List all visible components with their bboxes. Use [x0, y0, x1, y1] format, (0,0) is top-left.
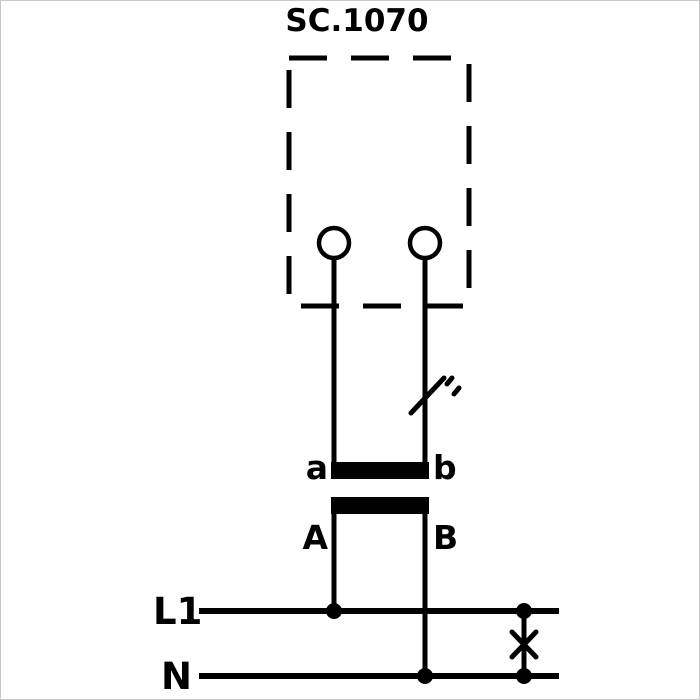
label-phase-line: L1	[153, 590, 202, 633]
transformer-winding-secondary	[331, 462, 429, 479]
label-primary-right: B	[433, 518, 458, 557]
break-symbol	[408, 375, 462, 416]
junction-dot-A-L1	[326, 603, 342, 619]
junction-dot-B-N	[417, 668, 433, 684]
label-secondary-left: a	[306, 448, 328, 487]
label-primary-left: A	[302, 518, 328, 557]
device-title: SC.1070	[285, 3, 428, 39]
transformer-winding-primary	[331, 497, 429, 514]
cross-symbol	[509, 629, 539, 660]
label-neutral-line: N	[161, 655, 192, 698]
label-secondary-right: b	[433, 448, 457, 487]
device-outline-box	[286, 55, 472, 309]
junction-dot-branch-N	[516, 668, 532, 684]
terminal-right	[407, 225, 443, 261]
terminal-left	[316, 225, 352, 261]
junction-dot-branch-L1	[516, 603, 532, 619]
